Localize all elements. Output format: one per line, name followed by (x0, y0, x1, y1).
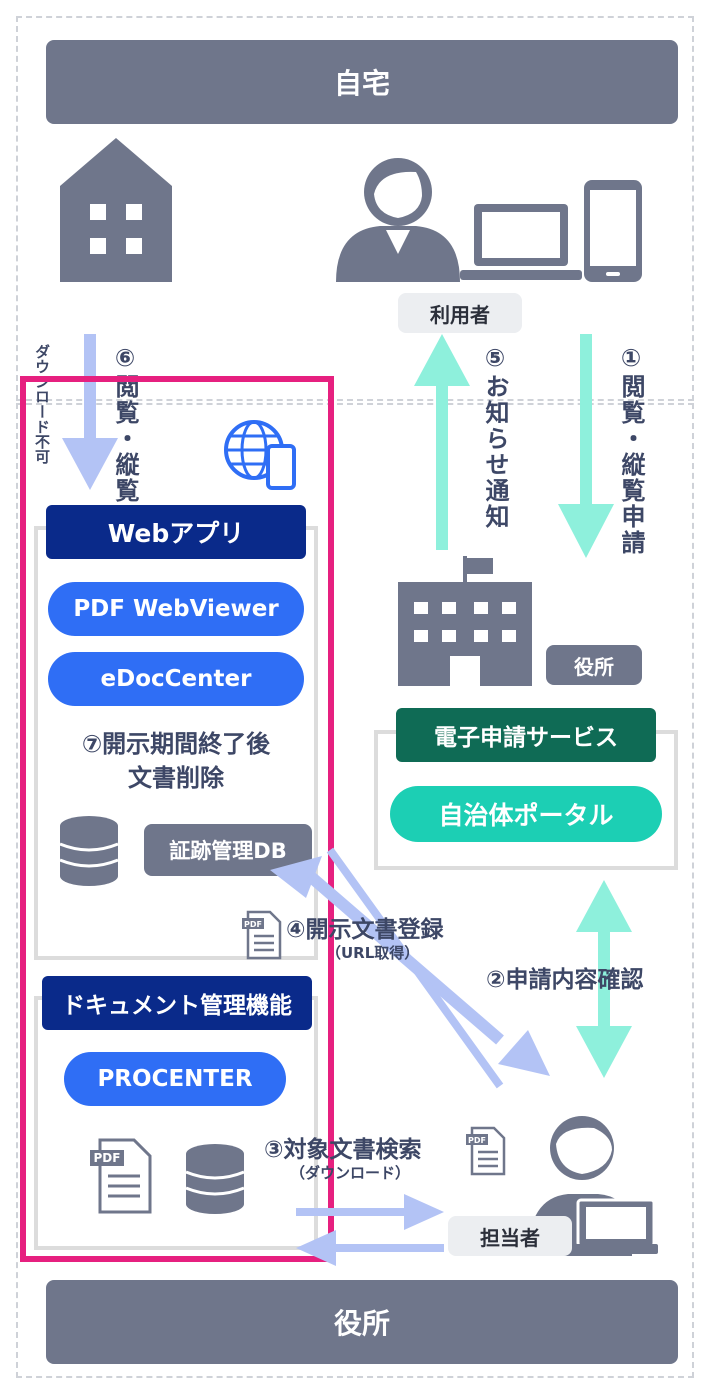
database-icon (60, 816, 118, 886)
home-region-outline (16, 16, 694, 401)
office-band: 役所 (46, 1280, 678, 1364)
step7-label-line2: 文書削除 (128, 764, 224, 792)
svg-text:PDF: PDF (94, 1151, 121, 1165)
register-arrow (270, 847, 550, 1089)
download-disabled-label: ダウンロード不可 (33, 344, 51, 464)
search-arrows (296, 1194, 444, 1266)
system-frame (20, 376, 334, 1262)
step6-label: ⑥閲覧・縦覧 (111, 344, 139, 504)
house-icon (60, 138, 172, 282)
document-database-icon (186, 1144, 244, 1214)
smartphone-icon (584, 180, 642, 282)
request-arrow (558, 334, 614, 558)
view-arrow (62, 334, 118, 490)
office-region-outline (16, 403, 694, 1378)
portal-pill: 自治体ポータル (390, 786, 662, 842)
svg-text:PDF: PDF (244, 920, 262, 929)
office-building-icon (398, 556, 532, 686)
doc-mgmt-header: ドキュメント管理機能 (42, 976, 312, 1030)
e-service-header: 電子申請サービス (396, 708, 656, 762)
notify-arrow (414, 334, 470, 550)
step4-label-line2: （URL取得） (326, 944, 420, 962)
step1-label: ①閲覧・縦覧申請 (617, 344, 645, 556)
user-person-icon (336, 158, 460, 282)
step2-label: ②申請内容確認 (486, 967, 644, 993)
procenter-pill: PROCENTER (64, 1052, 286, 1106)
edoccenter-pill: eDocCenter (48, 652, 304, 706)
pdf-document-icon: PDF (242, 910, 282, 960)
svg-text:PDF: PDF (468, 1136, 486, 1145)
step5-label: ⑤お知らせ通知 (481, 344, 509, 530)
pdf-webviewer-pill: PDF WebViewer (48, 582, 304, 636)
confirm-arrow (576, 880, 632, 1078)
web-app-header: Webアプリ (46, 505, 306, 559)
home-band: 自宅 (46, 40, 678, 124)
step3-label-line2: （ダウンロード） (290, 1164, 411, 1182)
search-pdf-icon: PDF (466, 1126, 506, 1176)
user-tag: 利用者 (398, 293, 522, 333)
pdf-file-icon: PDF (90, 1138, 152, 1214)
office-tag: 役所 (546, 645, 642, 685)
staff-tag: 担当者 (448, 1216, 572, 1256)
web-globe-icon (224, 420, 296, 490)
step4-label-line1: ④開示文書登録 (286, 917, 444, 943)
step3-label-line1: ③対象文書検索 (264, 1137, 422, 1163)
step7-label-line1: ⑦開示期間終了後 (81, 730, 271, 758)
laptop-icon (460, 204, 582, 280)
